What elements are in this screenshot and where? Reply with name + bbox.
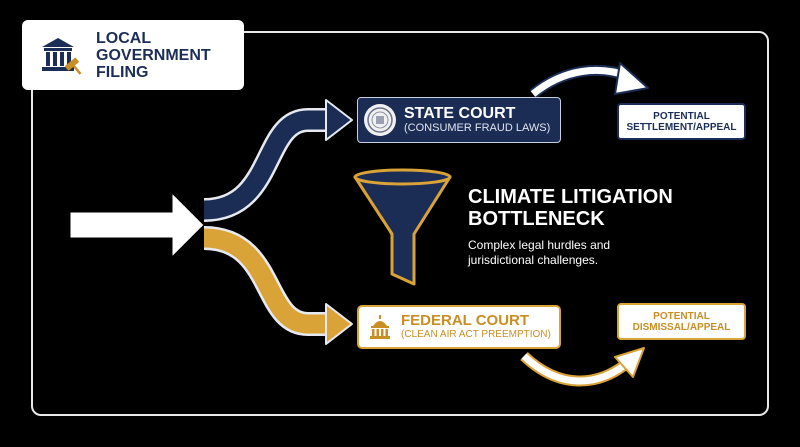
state-court-title: STATE COURT <box>404 105 516 122</box>
federal-court-card: FEDERAL COURT (CLEAN AIR ACT PREEMPTION) <box>357 305 561 349</box>
federal-court-title: FEDERAL COURT <box>401 312 530 329</box>
bottleneck-title: CLIMATE LITIGATION BOTTLENECK <box>468 186 673 230</box>
state-court-subtitle: (CONSUMER FRAUD LAWS) <box>404 122 551 134</box>
state-court-card: STATE COURT (CONSUMER FRAUD LAWS) <box>357 97 561 143</box>
local-filing-title: LOCAL GOVERNMENT FILING <box>96 29 211 81</box>
funnel-icon <box>353 168 452 286</box>
settlement-outcome-box: POTENTIAL SETTLEMENT/APPEAL <box>617 103 746 140</box>
courthouse-gavel-icon <box>42 38 82 75</box>
state-seal-icon <box>364 104 396 136</box>
diagram-frame <box>31 31 769 416</box>
federal-court-subtitle: (CLEAN AIR ACT PREEMPTION) <box>401 329 551 340</box>
local-filing-card: LOCAL GOVERNMENT FILING <box>22 20 244 90</box>
input-arrow <box>69 191 205 259</box>
bottleneck-description: Complex legal hurdles and jurisdictional… <box>468 238 611 267</box>
dismissal-outcome-box: POTENTIAL DISMISSAL/APPEAL <box>617 303 746 340</box>
capitol-building-icon <box>370 315 390 339</box>
